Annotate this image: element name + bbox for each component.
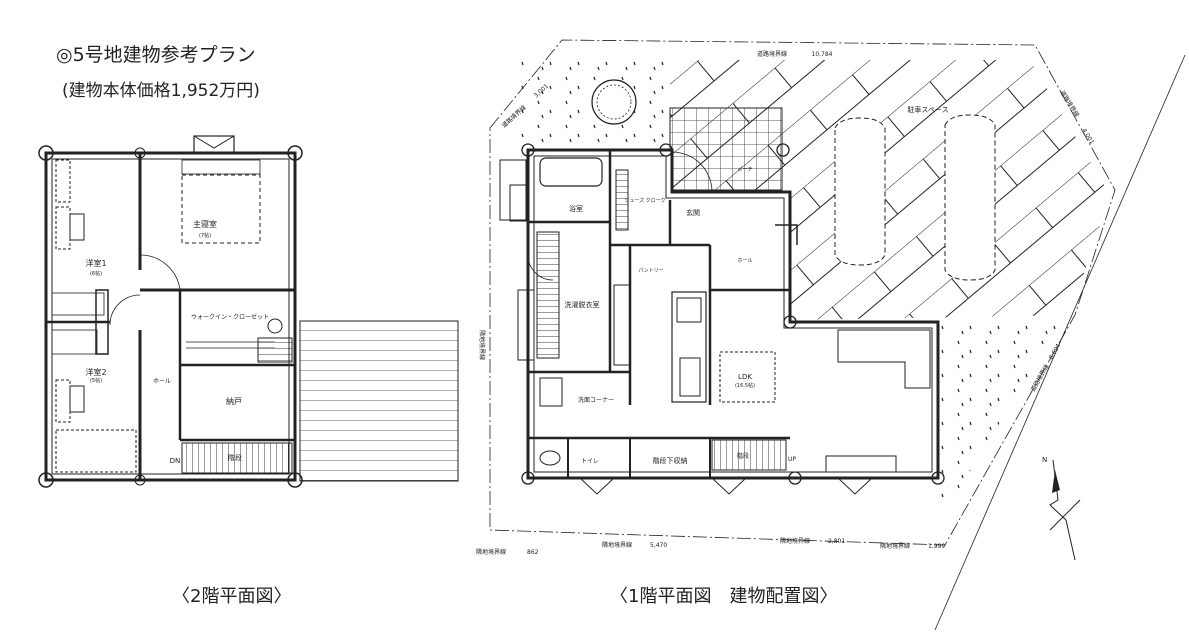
room-master: 主寝室	[193, 219, 217, 229]
boundary-neighbor-bottom1-length: 862	[527, 549, 539, 556]
floor2-outer-wall	[44, 151, 297, 482]
boundary-neighbor-bottom2-length: 5,470	[650, 542, 667, 549]
boundary-neighbor-bottom2: 隣地境界線	[602, 541, 632, 549]
room-pantry: パントリー	[638, 268, 663, 274]
boundary-neighbor-bottom3-length: 2,801	[828, 538, 845, 545]
boundary-neighbor-left: 隣地境界線	[478, 330, 486, 360]
boundary-road-top: 道路境界線	[757, 50, 787, 58]
room-ldk: LDK	[738, 373, 752, 381]
floor2-dn: DN	[170, 457, 181, 465]
parking-label: 駐車スペース	[907, 105, 948, 114]
plan-title: ◎5号地建物参考プラン	[56, 44, 256, 66]
room-under-stairs: 階段下収納	[653, 456, 688, 465]
room-shoe-closet: シューズ クローク	[624, 197, 665, 204]
room-laundry: 洗濯脱衣室	[565, 300, 600, 309]
room-porch: ポーチ	[737, 166, 752, 173]
room-entrance: 玄関	[686, 208, 700, 217]
room-ldk-size: (16.5帖)	[735, 382, 755, 389]
room-western2-size: (5帖)	[90, 377, 102, 384]
room-walkin-closet: ウォークイン・クローゼット	[191, 313, 269, 321]
room-western1: 洋室1	[85, 258, 106, 268]
price-subtitle: (建物本体価格1,952万円)	[62, 81, 260, 101]
site-boundary	[489, 39, 1116, 546]
floor1-hall: ホール	[737, 258, 752, 264]
boundary-neighbor-bottom4: 隣地境界線	[880, 542, 910, 550]
caption-floor1: 〈1階平面図 建物配置図〉	[610, 586, 838, 607]
floor2-plan	[38, 135, 459, 488]
room-wash: 洗面コーナー	[578, 396, 614, 404]
caption-floor2: 〈2階平面図〉	[172, 586, 292, 607]
room-western2: 洋室2	[85, 367, 106, 377]
boundary-neighbor-bottom4-length: 1,999	[928, 543, 945, 550]
room-western1-size: (6帖)	[90, 270, 102, 277]
room-toilet: トイレ	[581, 458, 599, 465]
room-master-size: (7帖)	[199, 232, 211, 239]
boundary-neighbor-bottom3: 隣地境界線	[780, 537, 810, 545]
floor1-up: UP	[788, 456, 796, 463]
boundary-neighbor-bottom1: 隣地境界線	[476, 548, 506, 556]
boundary-road-right-lower-length: 8,694	[1048, 342, 1063, 361]
boundary-road-right-length: 4,001	[1080, 127, 1095, 145]
floor2-hall: ホール	[153, 378, 171, 385]
north-label: N	[1042, 456, 1047, 464]
boundary-road-top-length: 10,784	[812, 51, 833, 58]
floor1-site	[489, 39, 1186, 631]
room-storage: 納戸	[226, 396, 242, 406]
balcony-deck	[299, 320, 459, 482]
floor2-stairs: 階段	[228, 453, 242, 462]
room-bath: 浴室	[569, 204, 583, 213]
floor1-stairs: 階段	[737, 452, 749, 460]
